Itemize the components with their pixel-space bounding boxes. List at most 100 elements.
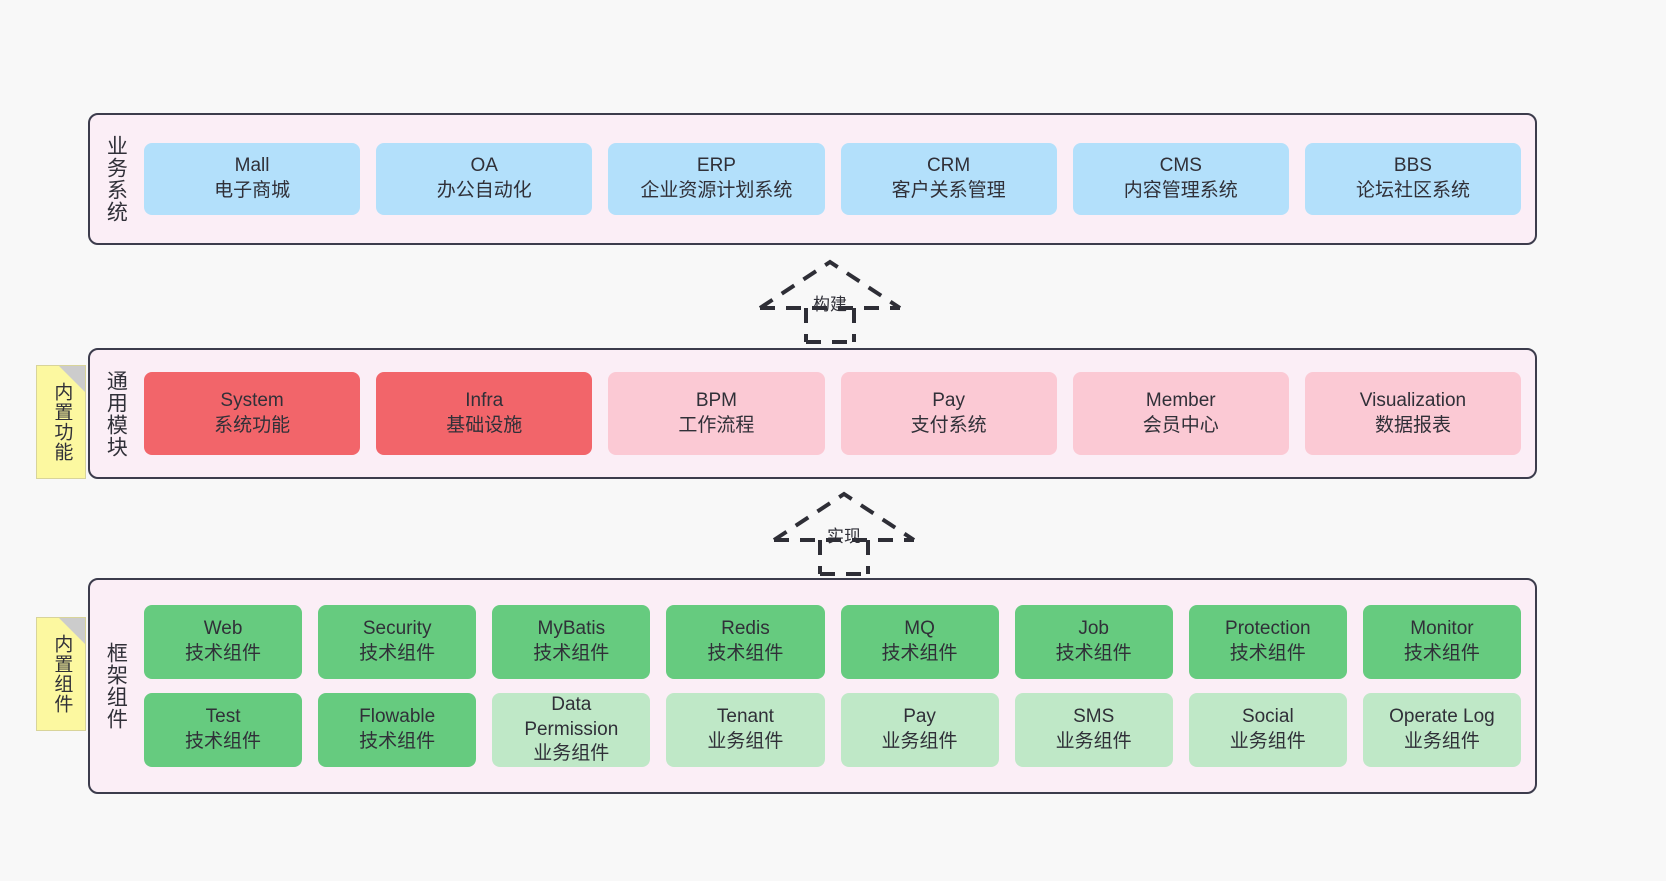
framework-card-row-1: Web 技术组件 Security 技术组件 MyBatis 技术组件 Redi… (144, 605, 1521, 679)
card-cms[interactable]: CMS 内容管理系统 (1072, 143, 1289, 215)
card-mall[interactable]: Mall 电子商城 (144, 143, 361, 215)
card-tenant[interactable]: Tenant 业务组件 (666, 693, 825, 767)
card-subtitle: 业务组件 (1229, 731, 1306, 752)
card-crm[interactable]: CRM 客户关系管理 (840, 143, 1057, 215)
card-subtitle: 客户关系管理 (891, 180, 1006, 201)
card-title: Web (203, 618, 243, 640)
card-title: Security (362, 618, 432, 640)
card-subtitle: 工作流程 (678, 414, 755, 436)
card-monitor[interactable]: Monitor 技术组件 (1362, 605, 1521, 679)
card-bbs[interactable]: BBS 论坛社区系统 (1304, 143, 1522, 215)
card-web[interactable]: Web 技术组件 (144, 605, 303, 679)
card-member[interactable]: Member 会员中心 (1072, 372, 1289, 455)
generalization-triangle-icon (772, 491, 916, 542)
card-title: Tenant (716, 706, 774, 728)
card-title: Social (1241, 706, 1294, 728)
card-subtitle: 技术组件 (1055, 643, 1132, 664)
card-title: Member (1145, 389, 1216, 411)
card-subtitle: 基础设施 (446, 414, 523, 436)
layer-body-business-system: Mall 电子商城 OA 办公自动化 ERP 企业资源计划系统 CRM 客户关系… (140, 115, 1535, 243)
card-title: SMS (1073, 706, 1115, 728)
card-subtitle: 技术组件 (185, 643, 262, 664)
card-redis[interactable]: Redis 技术组件 (666, 605, 825, 679)
card-bpm[interactable]: BPM 工作流程 (608, 372, 825, 455)
generalization-triangle-icon (758, 259, 902, 310)
card-social[interactable]: Social 业务组件 (1188, 693, 1347, 767)
card-visualization[interactable]: Visualization 数据报表 (1304, 372, 1522, 455)
card-title: Redis (721, 618, 770, 640)
card-subtitle: 论坛社区系统 (1355, 180, 1470, 201)
card-subtitle: 办公自动化 (436, 180, 532, 201)
card-title: Infra (465, 389, 504, 411)
note-builtin-component: 内置组件 (36, 617, 86, 731)
card-system[interactable]: System 系统功能 (144, 372, 361, 455)
card-subtitle: 技术组件 (359, 643, 436, 664)
layer-body-framework-component: Web 技术组件 Security 技术组件 MyBatis 技术组件 Redi… (140, 580, 1535, 792)
card-title: BBS (1393, 155, 1432, 177)
card-subtitle: 业务组件 (1055, 731, 1132, 752)
card-title: Pay (903, 706, 936, 728)
card-security[interactable]: Security 技术组件 (318, 605, 477, 679)
card-subtitle: 业务组件 (881, 731, 958, 752)
card-title: CMS (1159, 155, 1202, 177)
card-title: Data (551, 693, 592, 715)
note-builtin-function: 内置功能 (36, 365, 86, 479)
card-title: Operate Log (1389, 706, 1495, 728)
card-test[interactable]: Test 技术组件 (144, 693, 303, 767)
card-subtitle: 技术组件 (533, 643, 610, 664)
card-title: CRM (926, 155, 971, 177)
card-title: Monitor (1410, 618, 1474, 640)
card-title: OA (470, 155, 498, 177)
card-infra[interactable]: Infra 基础设施 (376, 372, 593, 455)
card-pay-component[interactable]: Pay 业务组件 (840, 693, 999, 767)
card-flowable[interactable]: Flowable 技术组件 (318, 693, 477, 767)
connector-implement: 实现 (770, 490, 918, 576)
card-subtitle: 内容管理系统 (1123, 180, 1238, 201)
card-oa[interactable]: OA 办公自动化 (376, 143, 593, 215)
card-data-permission[interactable]: Data Permission 业务组件 (492, 693, 651, 767)
card-protection[interactable]: Protection 技术组件 (1188, 605, 1347, 679)
card-subtitle: 会员中心 (1142, 414, 1219, 436)
card-title: MQ (904, 618, 935, 640)
card-job[interactable]: Job 技术组件 (1014, 605, 1173, 679)
card-subtitle: 技术组件 (707, 643, 784, 664)
layer-title-common-module: 通用模块 (104, 369, 128, 458)
business-card-row: Mall 电子商城 OA 办公自动化 ERP 企业资源计划系统 CRM 客户关系… (144, 143, 1522, 215)
card-subtitle: 企业资源计划系统 (640, 180, 793, 201)
layer-common-module: 通用模块 System 系统功能 Infra 基础设施 BPM 工作流程 Pay (88, 348, 1537, 479)
card-title: MyBatis (537, 618, 606, 640)
card-pay-module[interactable]: Pay 支付系统 (840, 372, 1057, 455)
card-subtitle: 数据报表 (1374, 414, 1451, 436)
card-title: Job (1078, 618, 1109, 640)
card-subtitle: 业务组件 (533, 743, 610, 765)
common-card-row: System 系统功能 Infra 基础设施 BPM 工作流程 Pay 支付系统… (144, 372, 1522, 455)
card-subtitle: 技术组件 (1403, 643, 1480, 664)
card-sms[interactable]: SMS 业务组件 (1014, 693, 1173, 767)
card-subtitle: 支付系统 (910, 414, 987, 436)
card-mq[interactable]: MQ 技术组件 (840, 605, 999, 679)
card-subtitle: 系统功能 (214, 414, 291, 436)
layer-business-system: 业务系统 Mall 电子商城 OA 办公自动化 ERP 企业资源计划系统 CRM (88, 113, 1537, 245)
card-mybatis[interactable]: MyBatis 技术组件 (492, 605, 651, 679)
card-operate-log[interactable]: Operate Log 业务组件 (1362, 693, 1521, 767)
card-erp[interactable]: ERP 企业资源计划系统 (608, 143, 825, 215)
card-subtitle: 技术组件 (359, 731, 436, 752)
card-subtitle: 业务组件 (707, 731, 784, 752)
layer-title-framework-component: 框架组件 (104, 642, 128, 730)
card-title: Test (205, 706, 241, 728)
card-title: Pay (932, 389, 965, 411)
card-title: ERP (696, 155, 736, 177)
layer-title-business-system: 业务系统 (104, 135, 128, 223)
card-title: BPM (695, 389, 738, 411)
layer-framework-component: 框架组件 Web 技术组件 Security 技术组件 MyBatis 技术组件… (88, 578, 1537, 794)
card-title: Flowable (359, 706, 436, 728)
card-subtitle: 技术组件 (1229, 643, 1306, 664)
card-title: System (220, 389, 284, 411)
framework-card-row-2: Test 技术组件 Flowable 技术组件 Data Permission … (144, 693, 1521, 767)
connector-build: 构建 (756, 258, 904, 344)
layer-body-common-module: System 系统功能 Infra 基础设施 BPM 工作流程 Pay 支付系统… (140, 350, 1535, 477)
card-title: Protection (1225, 618, 1311, 640)
card-subtitle: 技术组件 (185, 731, 262, 752)
card-subtitle: 业务组件 (1403, 731, 1480, 752)
